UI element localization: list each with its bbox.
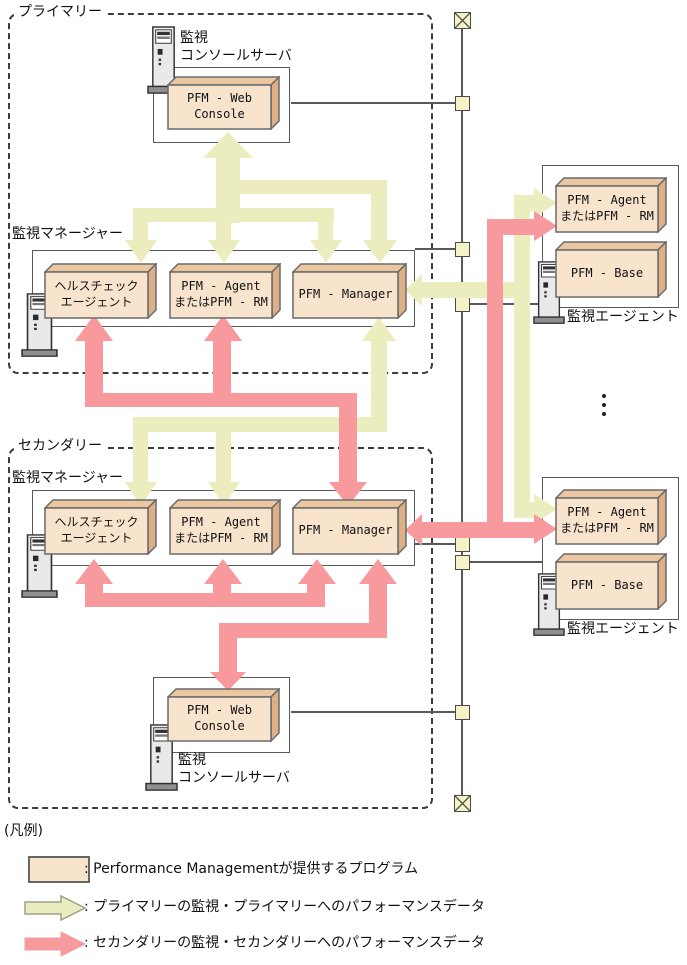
agent1-label: 監視エージェント: [567, 309, 679, 325]
program-name: PFM - Base: [570, 265, 644, 280]
primary-agent-box: PFM - Agent またはPFM - RM: [169, 263, 281, 319]
primary-section-label: プライマリー: [14, 5, 106, 20]
vertical-ellipsis: [602, 394, 606, 416]
program-name: PFM - Agent またはPFM - RM: [560, 505, 654, 535]
legend-primary-arrow-icon: [24, 894, 87, 922]
legend-primary-label: : プライマリーの監視・プライマリーへのパフォーマンスデータ: [84, 899, 485, 915]
program-name: PFM - Web Console: [186, 91, 253, 121]
network-bus-line: [461, 20, 463, 800]
program-name: ヘルスチェック エージェント: [54, 279, 139, 309]
secondary-section-label: セカンダリー: [14, 439, 106, 454]
secondary-console-label-2: コンソールサーバ: [178, 770, 290, 786]
network-terminator-top-icon: [454, 12, 471, 29]
primary-manager-label: 監視マネージャー: [12, 226, 124, 242]
network-connector-icon: [455, 96, 470, 111]
agent1-agent-box: PFM - Agent またはPFM - RM: [555, 177, 667, 233]
legend-secondary-label: : セカンダリーの監視・セカンダリーへのパフォーマンスデータ: [84, 935, 485, 951]
agent1-base-box: PFM - Base: [555, 241, 667, 298]
program-name: PFM - Manager: [298, 523, 393, 538]
secondary-manager-label: 監視マネージャー: [12, 470, 124, 486]
program-name: PFM - Web Console: [186, 703, 253, 733]
primary-console-label-2: コンソールサーバ: [180, 48, 292, 64]
secondary-console-label-1: 監視: [178, 752, 206, 768]
link-agent2: [469, 561, 543, 563]
primary-health-check-box: ヘルスチェック エージェント: [44, 263, 157, 319]
secondary-web-console-box: PFM - Web Console: [167, 688, 280, 742]
network-connector-icon: [455, 297, 470, 312]
primary-web-console-box: PFM - Web Console: [167, 76, 280, 130]
program-name: PFM - Base: [570, 577, 644, 592]
primary-console-label-1: 監視: [180, 30, 208, 46]
program-name: PFM - Agent またはPFM - RM: [174, 515, 268, 545]
server-icon: [145, 724, 178, 792]
link-secondary-console: [291, 711, 455, 713]
network-connector-icon: [455, 242, 470, 257]
program-name: PFM - Agent またはPFM - RM: [560, 193, 654, 223]
link-primary-console: [291, 102, 455, 104]
server-icon: [147, 26, 180, 95]
agent2-label: 監視エージェント: [567, 621, 679, 637]
agent2-agent-box: PFM - Agent またはPFM - RM: [555, 489, 667, 545]
secondary-manager-box: PFM - Manager: [292, 499, 407, 555]
legend-program-swatch: [28, 856, 90, 883]
network-connector-icon: [455, 555, 470, 570]
network-terminator-bottom-icon: [454, 795, 471, 812]
server-icon: [533, 261, 565, 325]
agent2-base-box: PFM - Base: [555, 553, 667, 610]
primary-manager-box: PFM - Manager: [292, 263, 407, 319]
program-name: PFM - Manager: [298, 287, 393, 302]
link-agent1: [469, 303, 543, 305]
link-secondary-manager: [415, 543, 455, 545]
program-name: PFM - Agent またはPFM - RM: [174, 279, 268, 309]
secondary-health-check-box: ヘルスチェック エージェント: [44, 499, 157, 555]
link-primary-manager: [415, 248, 455, 250]
legend-title: (凡例): [4, 823, 43, 839]
legend-secondary-arrow-icon: [24, 931, 87, 957]
network-connector-icon: [455, 705, 470, 720]
legend-program-label: : Performance Managementが提供するプログラム: [84, 861, 419, 877]
network-connector-icon: [455, 537, 470, 552]
secondary-agent-box: PFM - Agent またはPFM - RM: [169, 499, 281, 555]
program-name: ヘルスチェック エージェント: [54, 515, 139, 545]
